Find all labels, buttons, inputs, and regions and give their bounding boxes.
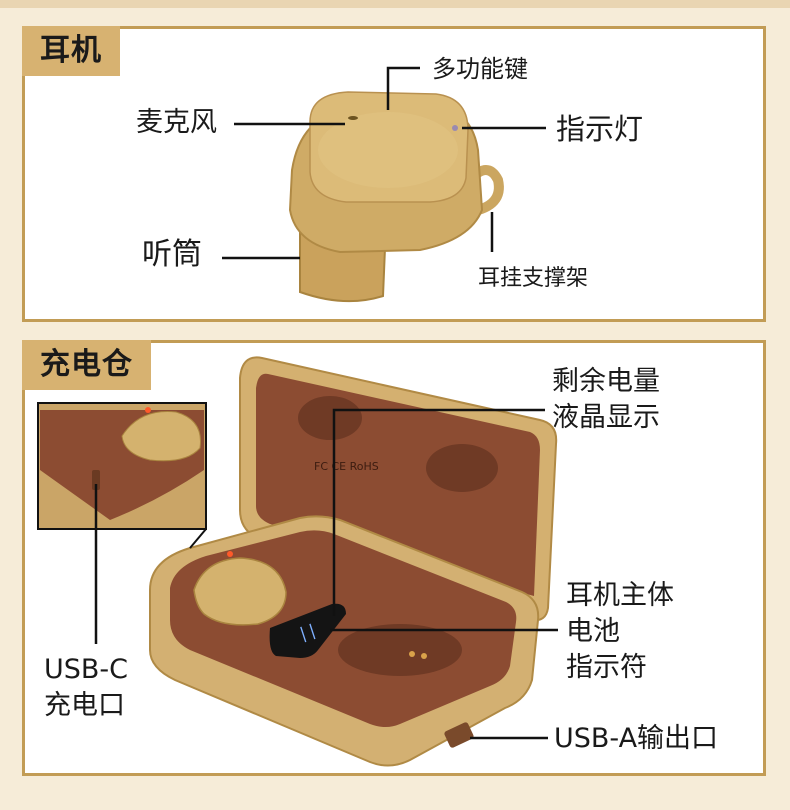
svg-text:FC CE RoHS: FC CE RoHS	[314, 460, 379, 473]
label-earpiece: 听筒	[142, 237, 202, 272]
label-microphone: 麦克风	[136, 107, 217, 138]
label-usbc: USB-C 充电口	[44, 652, 128, 724]
earbud-image	[288, 91, 504, 303]
usbc-zoom-inset	[37, 402, 207, 549]
top-strip	[0, 0, 790, 8]
case-section-title: 充电仓	[22, 340, 151, 390]
label-ear-hook: 耳挂支撑架	[478, 266, 589, 291]
label-usba-output: USB-A输出口	[554, 723, 719, 754]
label-earbud-battery-line1: 耳机主体	[566, 580, 674, 611]
label-earbud-battery-line3: 指示符	[566, 652, 647, 683]
label-indicator-light: 指示灯	[556, 112, 644, 146]
line-battery-display	[332, 408, 545, 616]
label-earbud-battery: 耳机主体 电池 指示符	[566, 578, 674, 686]
label-battery-display-line2: 液晶显示	[552, 402, 660, 433]
label-multi-function-key: 多功能键	[432, 55, 528, 83]
label-usbc-line1: USB-C	[44, 654, 129, 685]
label-battery-display: 剩余电量 液晶显示	[552, 364, 660, 436]
line-multi-function-key	[386, 66, 420, 110]
label-battery-display-line1: 剩余电量	[552, 366, 660, 397]
charging-case-image: FC CE RoHS ||	[149, 356, 558, 767]
label-earbud-battery-line2: 电池	[566, 616, 620, 647]
earbud-section-title: 耳机	[22, 26, 120, 76]
label-usbc-line2: 充电口	[44, 690, 125, 721]
